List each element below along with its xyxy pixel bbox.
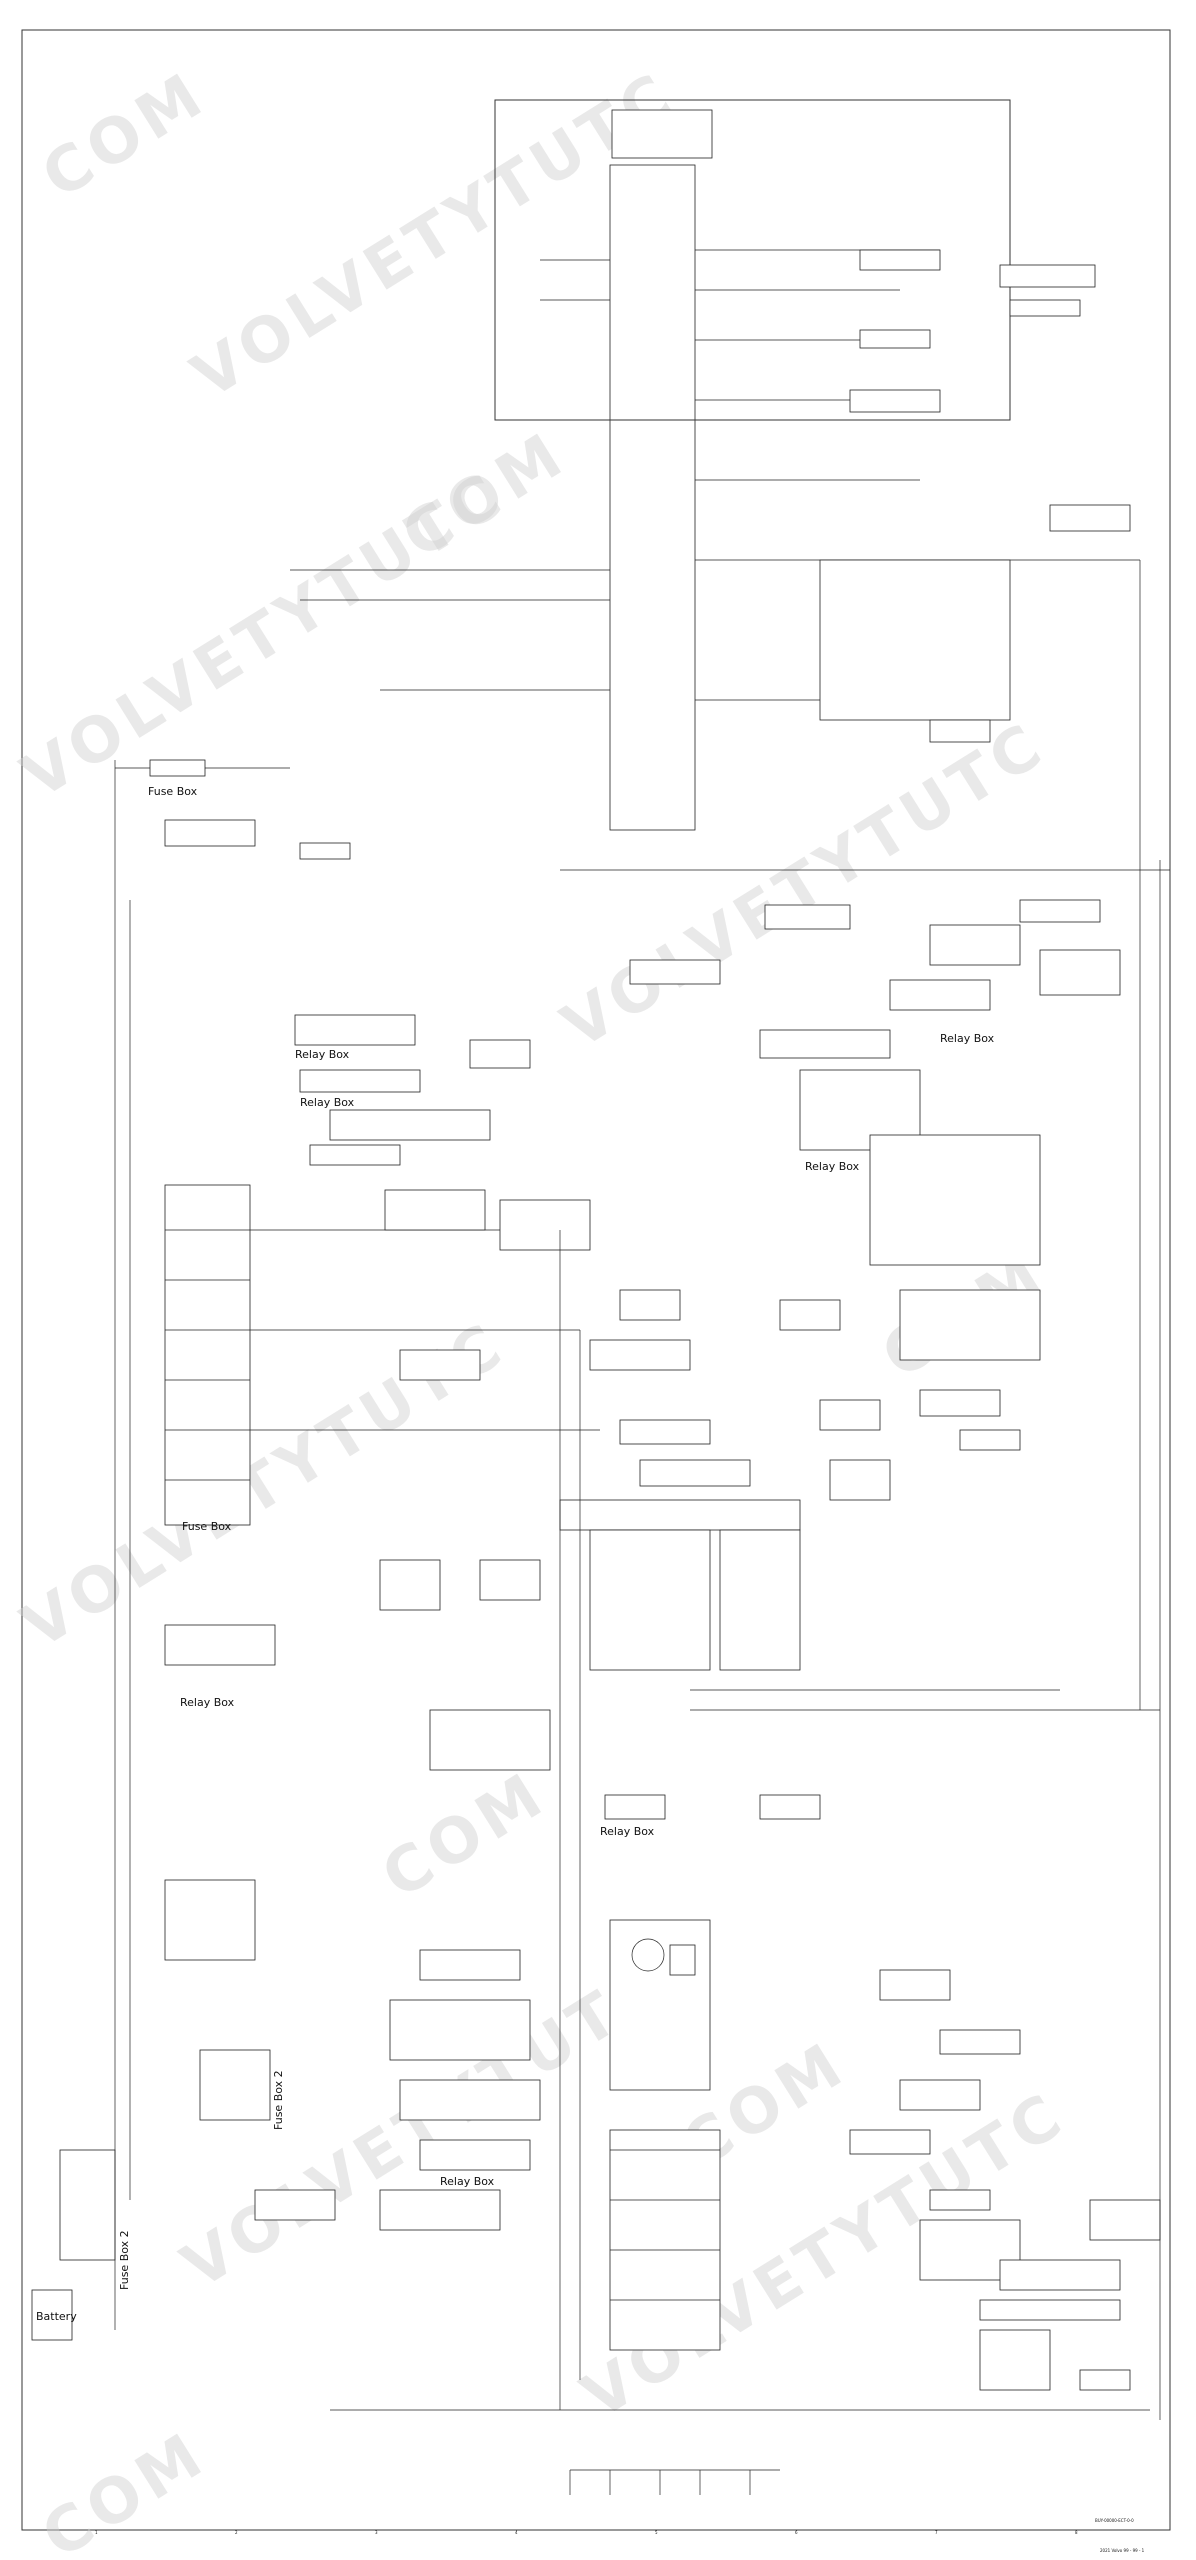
watermark-domain: COM: [389, 417, 579, 573]
svg-text:5: 5: [655, 2530, 658, 2535]
battery-label: Battery: [36, 2310, 77, 2323]
svg-text:3: 3: [375, 2530, 378, 2535]
page-number: 2021 Volvo 99 - 99 - 1: [1100, 2548, 1145, 2553]
relay-box-c-label: Relay Box: [940, 1032, 995, 1045]
ecu-top: [290, 99, 1140, 831]
relay-box-d-label: Relay Box: [805, 1160, 860, 1173]
relay-box-a-label: Relay Box: [295, 1048, 350, 1061]
right-cluster: [690, 1134, 1160, 1711]
border-wiring: [114, 560, 1170, 2420]
svg-text:7: 7: [935, 2530, 938, 2535]
svg-text:2: 2: [235, 2530, 238, 2535]
fuse-box-2-label: Fuse Box 2: [272, 2070, 285, 2130]
svg-text:1: 1: [95, 2530, 98, 2535]
fuse-box-top: Fuse Box: [115, 759, 351, 860]
fuse-box-lower-label: Fuse Box 2: [118, 2230, 131, 2290]
fuse-box-main: Fuse Box Relay Box: [164, 1184, 600, 1709]
instrument-cluster: Relay Box Fuse Box 2 Fuse Box 2 Battery: [31, 1879, 721, 2351]
page-reference: BUY-00000-ECT-0-0: [1095, 2518, 1134, 2523]
watermark-domain: COM: [29, 2417, 219, 2560]
relay-box-b-label: Relay Box: [300, 1096, 355, 1109]
ground-row: [569, 2469, 780, 2495]
fuse-box-top-label: Fuse Box: [148, 785, 198, 798]
column-index: 1 2 3 4 5 6 7 8: [95, 2530, 1078, 2535]
watermark-domain: COM: [369, 1757, 559, 1913]
middle-modules: Relay Box: [379, 1189, 841, 1838]
fuse-box-main-label: Fuse Box: [182, 1520, 232, 1533]
watermark-domain: COM: [29, 57, 219, 213]
svg-text:8: 8: [1075, 2530, 1078, 2535]
svg-text:6: 6: [795, 2530, 798, 2535]
relay-box-f-label: Relay Box: [600, 1825, 655, 1838]
relay-box-e-label: Relay Box: [180, 1696, 235, 1709]
svg-text:4: 4: [515, 2530, 518, 2535]
relay-boxes-upper: Relay Box Relay Box Relay Box Relay Box: [294, 899, 1121, 1173]
relay-box-g-label: Relay Box: [440, 2175, 495, 2188]
lower-right-modules: [849, 1969, 1161, 2391]
